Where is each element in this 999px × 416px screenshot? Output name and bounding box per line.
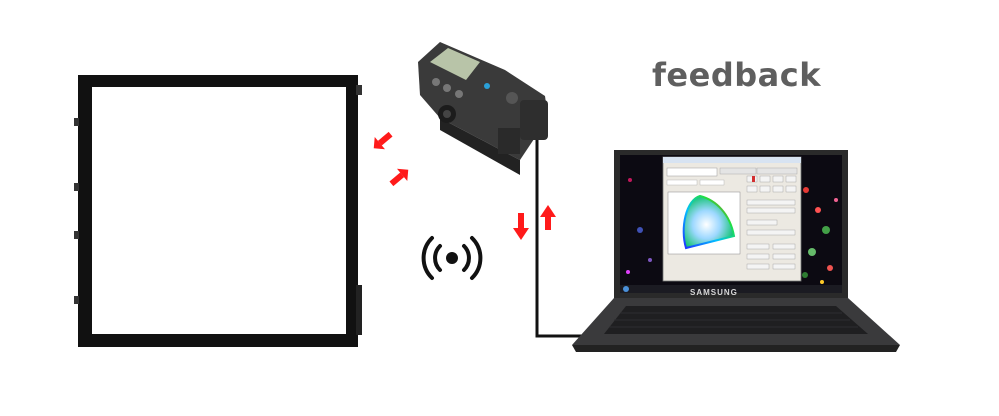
device-logo-icon: [484, 83, 490, 89]
laptop-brand-label: SAMSUNG: [690, 288, 738, 297]
panel-driver-box: [356, 285, 362, 335]
panel-mount-tab: [74, 183, 79, 191]
data-cable: [535, 140, 600, 338]
arrow-to-device: [389, 168, 409, 187]
panel-mount-tab: [356, 85, 362, 95]
feedback-title: feedback: [652, 56, 821, 94]
cable-arrows: [513, 205, 556, 240]
arrow-down: [513, 213, 529, 240]
panel-mount-tab: [74, 296, 79, 304]
software-controls: [746, 175, 797, 270]
arrow-up: [540, 205, 556, 230]
panel-mount-tab: [74, 118, 79, 126]
arrow-to-panel: [373, 131, 393, 150]
panel-mount-tab: [74, 231, 79, 239]
device-button: [432, 78, 440, 86]
wallpaper-particles: [626, 178, 838, 284]
wireless-broadcast-icon: [421, 236, 483, 280]
device-button: [455, 90, 463, 98]
device-button: [443, 84, 451, 92]
panel-device-arrows: [373, 131, 409, 187]
led-panel: [74, 75, 362, 347]
colorimeter-device: [418, 42, 548, 175]
laptop: [572, 150, 900, 352]
device-knob: [506, 92, 518, 104]
device-lcd-screen: [430, 48, 480, 80]
